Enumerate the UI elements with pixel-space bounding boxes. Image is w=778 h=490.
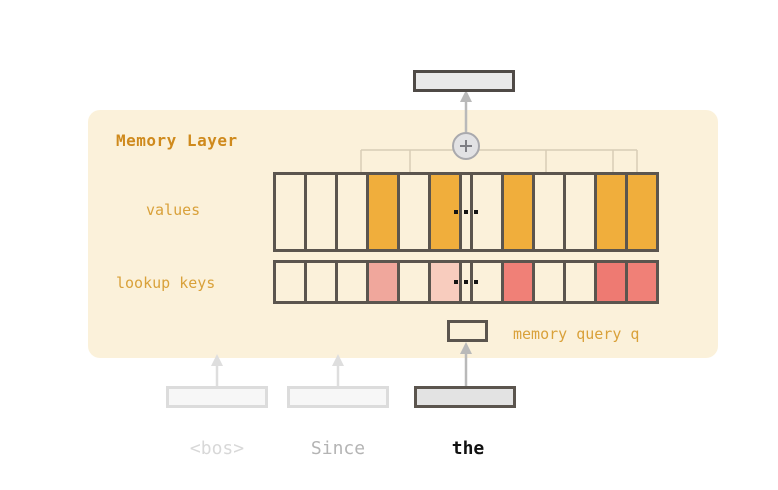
values-cell-11 (597, 175, 625, 249)
lookup-keys-cell-12 (628, 263, 656, 301)
token-box-0[interactable] (166, 386, 268, 408)
values-ellipsis (454, 210, 478, 214)
values-cell-10 (566, 175, 594, 249)
lookup-keys-ellipsis (454, 280, 478, 284)
lookup-keys-cell-4 (400, 263, 428, 301)
values-cell-4 (400, 175, 428, 249)
memory-query-box (447, 320, 488, 342)
lookup-keys-cell-9 (535, 263, 563, 301)
values-cell-2 (338, 175, 366, 249)
token-label-2: the (451, 438, 485, 459)
lookup-keys-cell-1 (307, 263, 335, 301)
panel-title: Memory Layer (116, 131, 238, 150)
token-box-2[interactable] (414, 386, 516, 408)
lookup-keys-cell-11 (597, 263, 625, 301)
lookup-keys-row-label: lookup keys (116, 274, 216, 292)
values-cell-1 (307, 175, 335, 249)
values-grid (273, 172, 659, 252)
values-cell-8 (504, 175, 532, 249)
sum-node (452, 132, 480, 160)
lookup-keys-cell-6 (454, 263, 478, 301)
lookup-keys-cell-10 (566, 263, 594, 301)
output-vector-box (413, 70, 515, 92)
lookup-keys-cell-8 (504, 263, 532, 301)
values-cell-3 (369, 175, 397, 249)
token-label-0: <bos> (189, 438, 245, 459)
token-label-1: Since (310, 438, 366, 459)
values-cell-6 (454, 175, 478, 249)
memory-query-label: memory query q (513, 325, 640, 343)
token-box-1[interactable] (287, 386, 389, 408)
values-cell-0 (276, 175, 304, 249)
lookup-keys-cell-2 (338, 263, 366, 301)
lookup-keys-cell-0 (276, 263, 304, 301)
values-cell-12 (628, 175, 656, 249)
lookup-keys-cell-3 (369, 263, 397, 301)
values-cell-9 (535, 175, 563, 249)
values-row-label: values (146, 201, 201, 219)
lookup-keys-grid (273, 260, 659, 304)
